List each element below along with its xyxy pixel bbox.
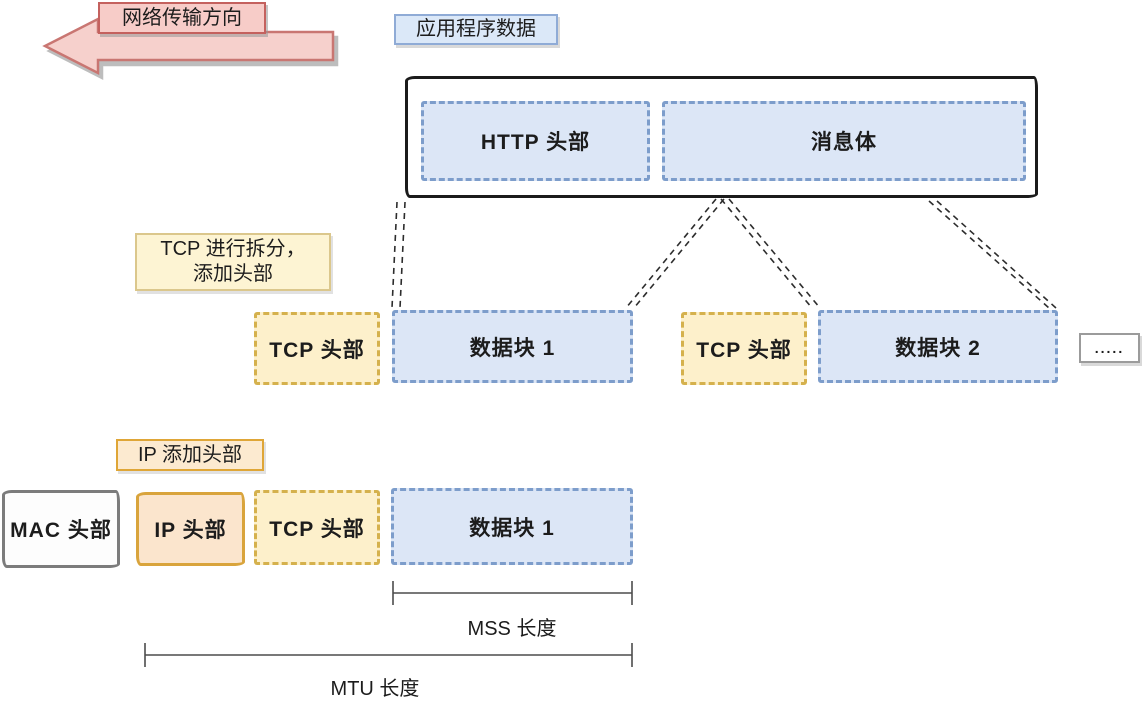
ip-header-box: IP 头部 xyxy=(136,492,245,566)
mtu-bracket xyxy=(144,643,633,667)
data-block-2-text: 数据块 2 xyxy=(895,336,981,360)
tcp-header-box-2: TCP 头部 xyxy=(681,312,807,385)
ellipsis-box: ..... xyxy=(1079,333,1140,363)
data-block-1-row3-text: 数据块 1 xyxy=(469,516,555,540)
tcp-split-text-line1: TCP 进行拆分， xyxy=(160,238,306,260)
http-header-text: HTTP 头部 xyxy=(480,131,591,154)
message-body-text: 消息体 xyxy=(811,131,877,154)
message-body-box: 消息体 xyxy=(662,101,1026,181)
connector-lines xyxy=(391,198,1057,309)
http-header-box: HTTP 头部 xyxy=(421,101,650,181)
data-block-1-box: 数据块 1 xyxy=(392,310,633,383)
mtu-length-text: MTU 长度 xyxy=(330,677,420,700)
mss-bracket xyxy=(392,581,633,605)
tcp-header-box-3: TCP 头部 xyxy=(254,490,380,565)
ellipsis-text: ..... xyxy=(1094,340,1125,356)
tcp-header-box-1: TCP 头部 xyxy=(254,312,380,385)
tcp-header-text-2: TCP 头部 xyxy=(696,338,792,362)
mss-length-label: MSS 长度 xyxy=(452,612,572,640)
ip-add-header-text: IP 添加头部 xyxy=(137,443,243,466)
mac-header-box: MAC 头部 xyxy=(2,490,120,568)
ip-add-header-label: IP 添加头部 xyxy=(116,439,264,471)
data-block-1-text: 数据块 1 xyxy=(469,336,556,360)
application-data-label: 应用程序数据 xyxy=(394,14,558,45)
data-block-2-box: 数据块 2 xyxy=(818,310,1058,383)
tcp-split-label: TCP 进行拆分， 添加头部 xyxy=(135,233,331,291)
transmission-direction-text: 网络传输方向 xyxy=(122,6,242,29)
application-data-text: 应用程序数据 xyxy=(416,18,536,40)
ip-header-text: IP 头部 xyxy=(154,519,227,542)
transmission-direction-label: 网络传输方向 xyxy=(98,2,266,34)
tcp-split-text-line2: 添加头部 xyxy=(193,263,273,285)
mac-header-text: MAC 头部 xyxy=(10,519,112,542)
tcp-header-text-1: TCP 头部 xyxy=(269,338,365,362)
mtu-length-label: MTU 长度 xyxy=(305,672,445,700)
mss-length-text: MSS 长度 xyxy=(467,617,557,640)
data-block-1-box-row3: 数据块 1 xyxy=(391,488,633,565)
tcp-header-text-3: TCP 头部 xyxy=(269,517,365,541)
